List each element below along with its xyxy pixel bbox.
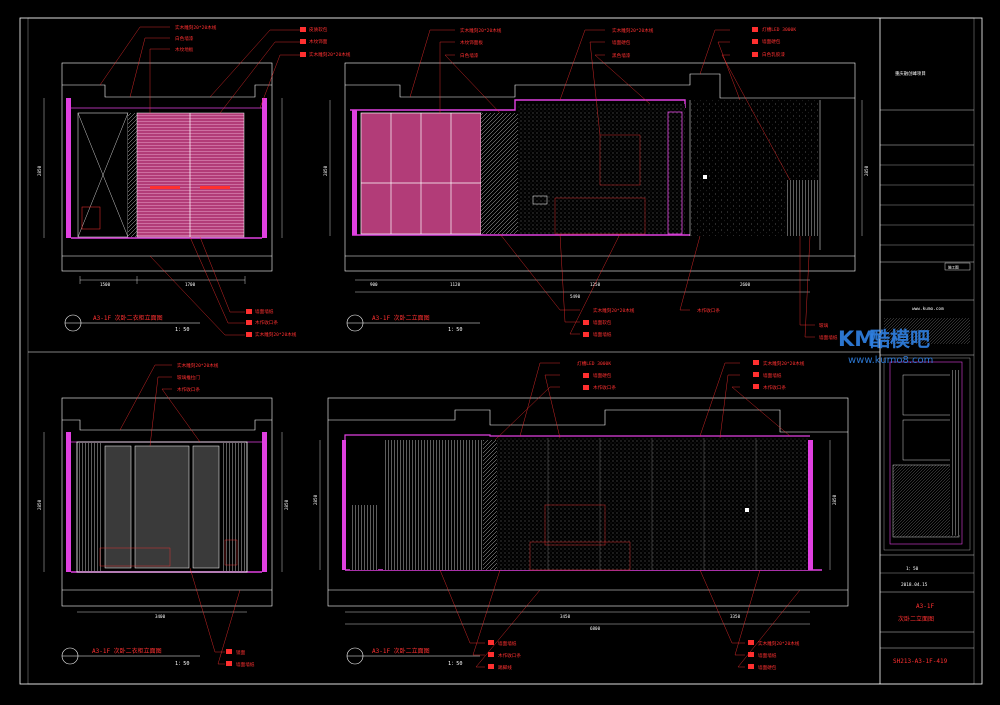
view-scale: 1：50 <box>175 661 190 667</box>
label: 墙面墙纸 <box>819 334 838 341</box>
title-date: 2018.04.15 <box>901 582 928 588</box>
title-scale: 1：50 <box>906 566 919 572</box>
label: 墙面墙纸 <box>763 372 782 379</box>
label: 木纹地板 <box>175 46 194 53</box>
dim-height: 2850 <box>37 499 42 510</box>
label: 木作收口条 <box>498 652 521 659</box>
dim-height-right: 2850 <box>284 499 289 510</box>
label: 墙面硬包 <box>593 372 612 379</box>
label: 木作收口条 <box>697 307 720 314</box>
label: 玻璃推拉门 <box>177 374 200 381</box>
label: 实木雕刻20*20木线 <box>460 27 502 34</box>
project-name: 重庆融创峰项目 <box>895 70 926 77</box>
label: 墙面软包 <box>593 319 612 326</box>
label: 实木雕刻20*20木线 <box>612 27 654 34</box>
dim-height: 2850 <box>313 494 318 505</box>
label: 墙面硬包 <box>758 664 777 671</box>
watermark-text: 酷模吧 <box>870 327 930 351</box>
dim-height: 2850 <box>37 165 42 176</box>
label: 墙面墙纸 <box>593 331 612 338</box>
label: 实木雕刻20*20木线 <box>255 331 297 338</box>
dim-3: 1250 <box>590 282 601 287</box>
watermark-brand: KM <box>838 327 875 351</box>
label: 实木雕刻20*20木线 <box>175 24 217 31</box>
company-url: www.kumo.com <box>912 306 944 312</box>
dim-1: 3450 <box>560 614 571 619</box>
view-4-bedroom-elevation: 3450 3350 6800 2850 2850 灯槽LED 3000K 墙面硬… <box>313 360 849 671</box>
view-2-bedroom-elevation: 900 1120 1250 2600 5490 2850 2850 实木雕刻20… <box>323 26 869 341</box>
view-title: A3-1F 次卧二立面图 <box>372 647 430 655</box>
label: 白色乳胶漆 <box>762 51 785 58</box>
label: 黑色墙漆 <box>612 52 631 59</box>
title-block: 重庆融创峰项目 施工图 www.kumo.com 1：50 2018.04.15… <box>880 70 974 665</box>
view-title: A3-1F 次卧二立面图 <box>372 314 430 322</box>
label: 实木雕刻20*20木线 <box>309 51 351 58</box>
view-title: A3-1F 次卧二衣柜立面图 <box>92 647 162 655</box>
dim-height-right: 2850 <box>864 165 869 176</box>
label: 木纹饰面 <box>309 38 328 45</box>
view-scale: 1：50 <box>175 327 190 333</box>
label: 实木雕刻20*20木线 <box>763 360 805 367</box>
label: 白色墙漆 <box>175 35 194 42</box>
label: 墙面硬包 <box>612 39 631 46</box>
label: 墙面墙纸 <box>498 640 517 647</box>
label: 镜面 <box>236 649 246 656</box>
dim-2: 3350 <box>730 614 741 619</box>
label: 白色墙漆 <box>460 52 479 59</box>
dim-total: 6800 <box>590 626 601 631</box>
label: 灯槽LED 3000K <box>762 26 796 33</box>
dim-2: 1700 <box>185 282 196 287</box>
view-3-wardrobe-elevation: 3400 2850 2850 实木雕刻20*20木线 玻璃推拉门 木作收口条 镜… <box>37 362 289 668</box>
drawing-title: A3-1F <box>916 603 934 610</box>
stamp: 施工图 <box>948 265 959 270</box>
label: 墙面墙纸 <box>236 661 255 668</box>
view-title: A3-1F 次卧二衣柜立面图 <box>93 314 163 322</box>
dim-1: 1500 <box>100 282 111 287</box>
label: 木纹饰面板 <box>460 39 483 46</box>
label: 踢脚线 <box>498 664 512 671</box>
dim-4: 2600 <box>740 282 751 287</box>
view-1-wardrobe-elevation: 1500 1700 2850 实木雕刻20*20木线 白色墙漆 木纹地板 皮质软… <box>37 24 351 338</box>
label: 木作收口条 <box>593 384 616 391</box>
label: 玻璃 <box>819 322 829 329</box>
drawing-number: SH213-A3-1F-419 <box>893 658 948 665</box>
label: 实木雕刻20*20木线 <box>758 640 800 647</box>
label: 木作收口条 <box>177 386 200 393</box>
label: 木作收口条 <box>763 384 786 391</box>
label: 灯槽LED 3000K <box>577 360 611 367</box>
watermark: KM 酷模吧 www.kumo8.com <box>838 327 933 366</box>
label: 木作收口条 <box>255 319 278 326</box>
label: 墙面墙纸 <box>758 652 777 659</box>
label: 墙面硬包 <box>762 38 781 45</box>
view-scale: 1：50 <box>448 661 463 667</box>
watermark-url: www.kumo8.com <box>848 355 933 366</box>
dim-1: 900 <box>370 282 378 287</box>
label: 实木雕刻20*20木线 <box>593 307 635 314</box>
label: 皮质软包 <box>309 26 328 33</box>
dim-total: 5490 <box>570 294 581 299</box>
dim-1: 3400 <box>155 614 166 619</box>
dim-height: 2850 <box>323 165 328 176</box>
inner-border <box>27 17 975 685</box>
dim-2: 1120 <box>450 282 461 287</box>
dim-height-right: 2850 <box>832 494 837 505</box>
label: 实木雕刻20*20木线 <box>177 362 219 369</box>
drawing-subtitle: 次卧二立面图 <box>898 615 934 623</box>
view-scale: 1：50 <box>448 327 463 333</box>
label: 墙面墙纸 <box>255 308 274 315</box>
